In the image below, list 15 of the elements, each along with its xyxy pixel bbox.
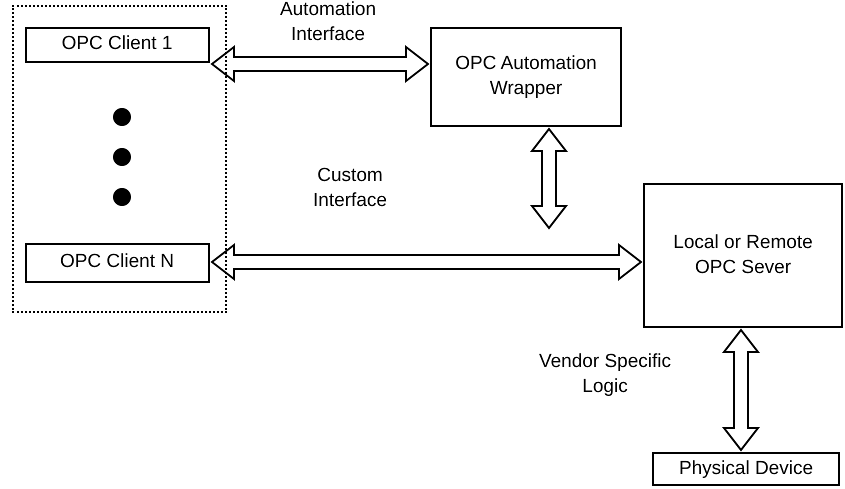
component-box	[430, 27, 622, 127]
box-label: OPC Client N	[58, 250, 176, 274]
double-block-arrow	[210, 44, 430, 84]
component-box	[643, 183, 843, 328]
box-label: OPC Automation Wrapper	[454, 52, 598, 101]
double-block-arrow	[530, 127, 568, 230]
component-box	[652, 452, 840, 486]
component-box	[24, 242, 210, 282]
component-box	[24, 26, 210, 62]
box-label: Physical Device	[678, 456, 814, 481]
dotted-group-box	[12, 5, 227, 313]
double-block-arrow	[210, 242, 643, 282]
double-block-arrow	[722, 328, 760, 452]
box-label: OPC Client 1	[60, 32, 174, 56]
box-label: Local or Remote OPC Sever	[672, 230, 814, 280]
